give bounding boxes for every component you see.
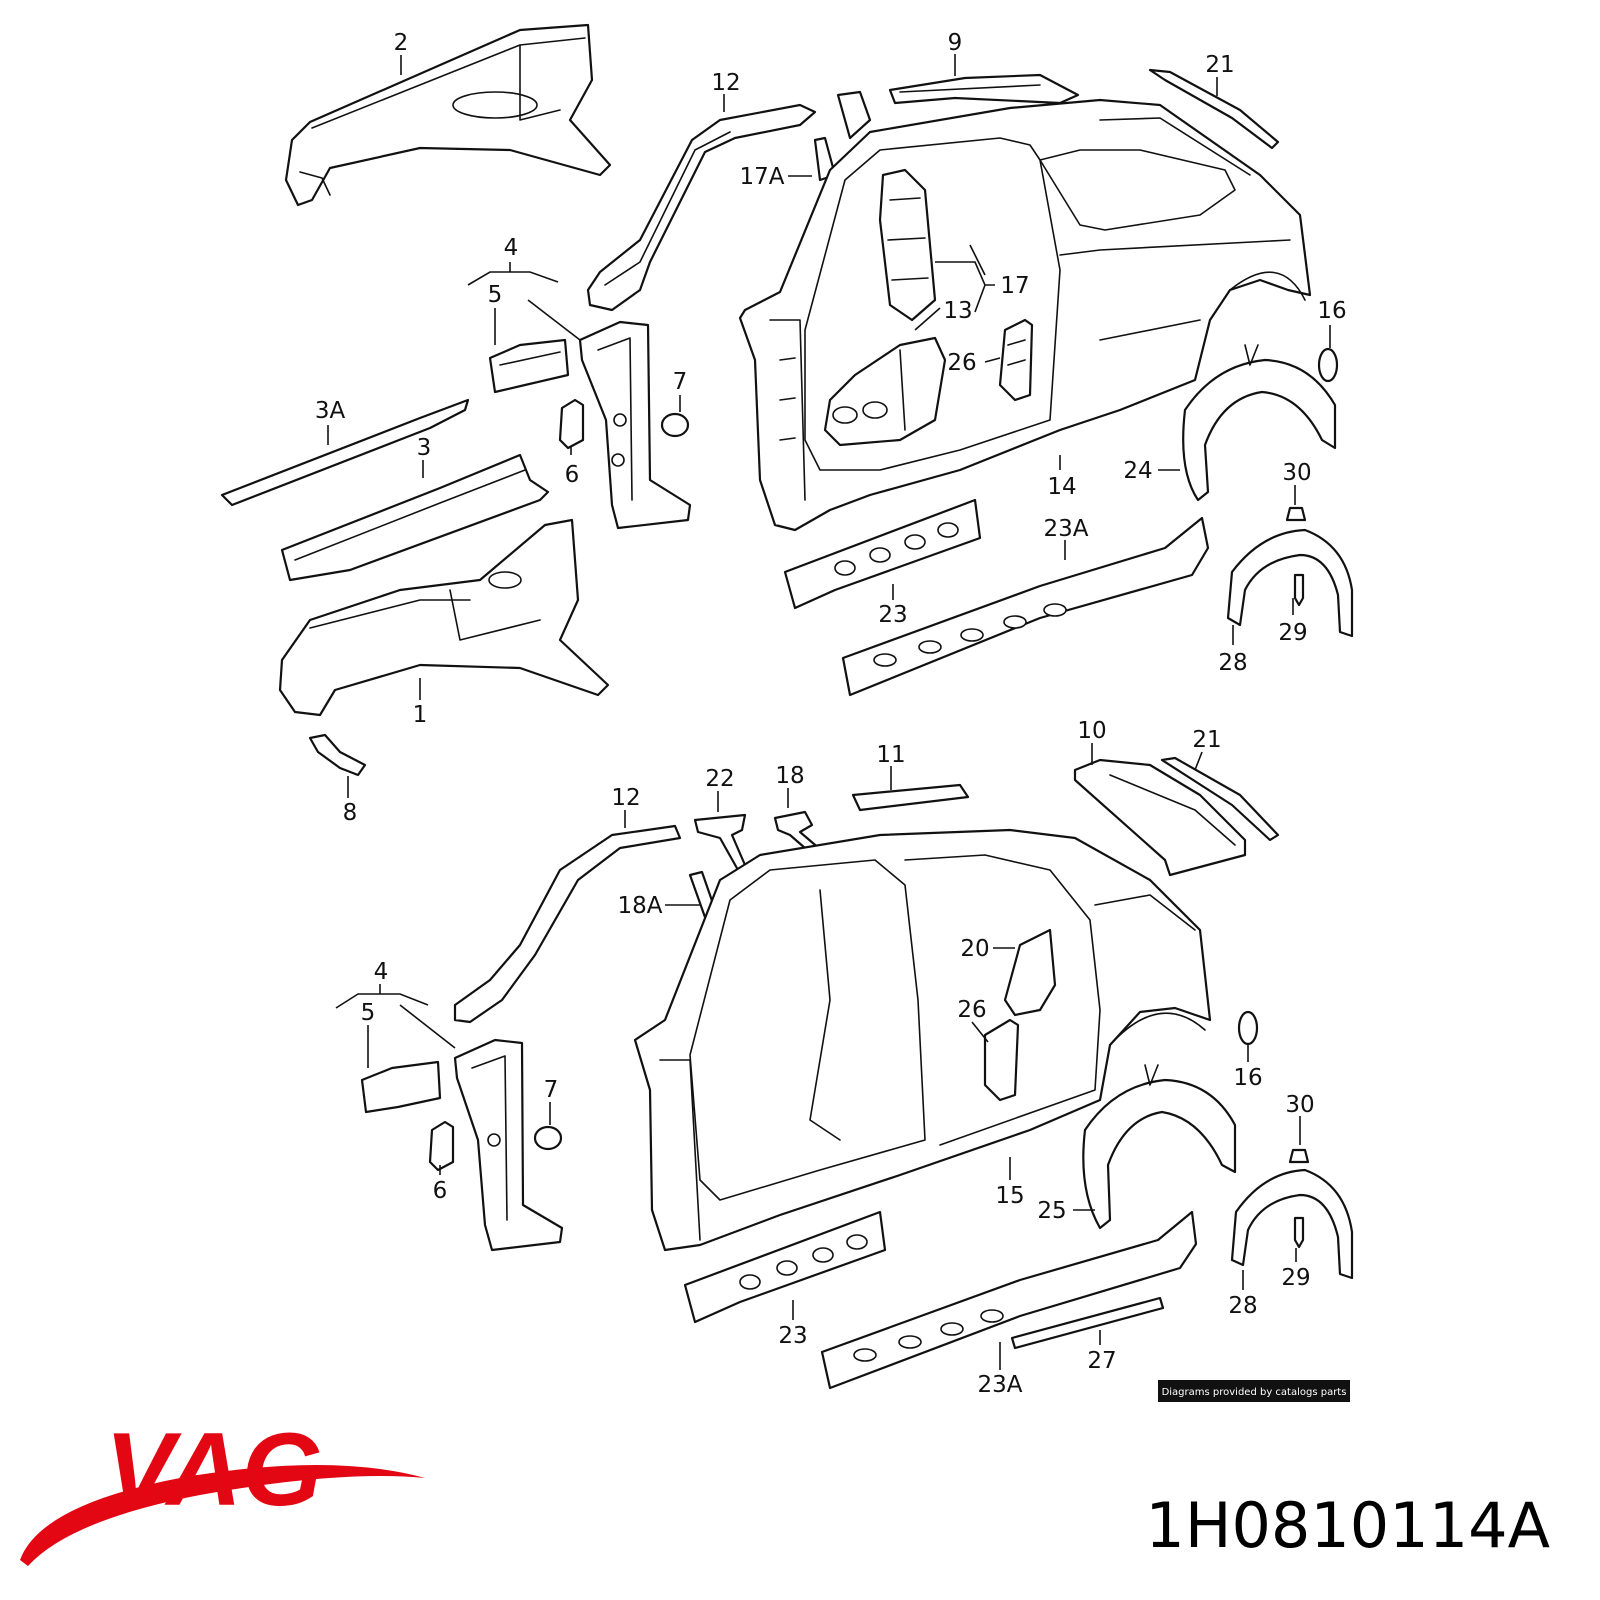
callout-1: 1 <box>413 702 428 728</box>
callout-16b: 16 <box>1233 1065 1262 1091</box>
callout-21b: 21 <box>1192 727 1221 753</box>
callout-18A: 18A <box>617 893 662 919</box>
callout-2: 2 <box>394 30 409 56</box>
part-20-bracket <box>1003 928 1057 1017</box>
callout-23A: 23A <box>1043 516 1088 542</box>
callouts-upper: 2 12 9 21 17A 4 5 17 13 16 26 3A 7 3 6 2… <box>315 30 1347 826</box>
part-3A-strip <box>220 398 470 507</box>
callout-6b: 6 <box>433 1178 448 1204</box>
part-8-bracket <box>308 733 367 777</box>
part-12-a-pillar-lower <box>453 824 682 1024</box>
part-13-lower-bracket <box>823 336 947 447</box>
callout-30b: 30 <box>1285 1092 1314 1118</box>
credit-text: Diagrams provided by catalogs parts <box>1162 1387 1347 1398</box>
callout-28: 28 <box>1218 650 1247 676</box>
part-4-front-pillar-upper <box>578 320 692 530</box>
part-12-a-pillar-upper <box>586 103 817 312</box>
callout-23: 23 <box>878 602 907 628</box>
part-23-sill-reinforcement-lower <box>683 1210 887 1324</box>
part-5-bracket-lower <box>360 1060 442 1114</box>
callout-23Ab: 23A <box>977 1372 1022 1398</box>
part-5-bracket-upper <box>488 338 570 394</box>
part-27-sill-strip <box>1010 1296 1165 1350</box>
part-29-screw-upper <box>1293 573 1305 607</box>
callout-29: 29 <box>1278 620 1307 646</box>
callout-4: 4 <box>504 235 519 261</box>
callout-29b: 29 <box>1281 1265 1310 1291</box>
part-24-wheel-housing <box>1182 344 1337 502</box>
callout-13: 13 <box>943 298 972 324</box>
callout-3: 3 <box>417 435 432 461</box>
part-26-bracket-upper <box>998 318 1034 402</box>
callout-26b: 26 <box>957 997 986 1023</box>
part-2-wheelhouse-upper <box>284 23 612 207</box>
part-25-wheel-housing <box>1082 1064 1237 1230</box>
callout-3A: 3A <box>315 398 346 424</box>
part-10-rear-panel <box>1073 758 1247 877</box>
callout-5: 5 <box>488 282 503 308</box>
part-23A-sill-upper <box>841 516 1210 697</box>
callout-22: 22 <box>705 766 734 792</box>
callout-21: 21 <box>1205 52 1234 78</box>
leader-lines <box>327 54 1331 1370</box>
callout-9: 9 <box>948 30 963 56</box>
part-number: 1H0810114A <box>1145 1489 1550 1562</box>
callout-25: 25 <box>1037 1198 1066 1224</box>
part-16-plug-upper <box>1317 347 1339 383</box>
part-15-body-side-panel <box>633 828 1212 1252</box>
part-7-plug-upper <box>660 412 690 438</box>
part-30-clip-upper <box>1285 506 1307 522</box>
part-17A-strip <box>813 90 872 182</box>
part-26-bracket-lower <box>983 1018 1020 1102</box>
logo-text: VAG <box>105 1412 323 1528</box>
callout-16: 16 <box>1317 298 1346 324</box>
part-7-plug-lower <box>533 1125 563 1151</box>
callout-4b: 4 <box>374 959 389 985</box>
callout-12: 12 <box>711 70 740 96</box>
callout-18: 18 <box>775 763 804 789</box>
part-4-front-pillar-lower <box>453 1038 564 1252</box>
part-11-roof-bar <box>851 783 970 812</box>
part-28-arch-trim-upper <box>1226 528 1354 638</box>
callout-7b: 7 <box>544 1077 559 1103</box>
part-6-grommet-lower <box>428 1120 455 1172</box>
callout-8: 8 <box>343 800 358 826</box>
callout-6: 6 <box>565 462 580 488</box>
part-1-wheelhouse-lower <box>278 518 610 717</box>
vag-logo: VAG <box>20 1412 425 1566</box>
callout-17: 17 <box>1000 273 1029 299</box>
part-6-grommet-upper <box>558 398 585 450</box>
callout-14: 14 <box>1047 474 1076 500</box>
callout-28b: 28 <box>1228 1293 1257 1319</box>
callout-26: 26 <box>947 350 976 376</box>
part-29-screw-lower <box>1293 1216 1305 1249</box>
logo-swoosh <box>20 1465 425 1566</box>
part-3-strut <box>280 453 550 582</box>
callout-5b: 5 <box>361 1000 376 1026</box>
callouts-lower: 10 21 11 12 22 18 18A 20 4 5 26 7 16 30 … <box>361 718 1315 1398</box>
callout-20: 20 <box>960 936 989 962</box>
callout-15: 15 <box>995 1183 1024 1209</box>
part-21-strip-lower <box>1160 756 1280 842</box>
part-16-plug-lower <box>1237 1010 1259 1046</box>
part-23-sill-reinforcement-upper <box>783 498 982 610</box>
callout-27: 27 <box>1087 1348 1116 1374</box>
callout-10: 10 <box>1077 718 1106 744</box>
part-30-clip-lower <box>1288 1148 1310 1164</box>
part-9-roof-rail <box>888 73 1080 105</box>
callout-11: 11 <box>876 742 905 768</box>
callout-7: 7 <box>673 369 688 395</box>
credit-badge: Diagrams provided by catalogs parts <box>1158 1380 1350 1402</box>
part-17-b-pillar-inner <box>878 168 937 322</box>
part-28-arch-trim-lower <box>1230 1168 1354 1280</box>
callout-24: 24 <box>1123 458 1152 484</box>
callout-12b: 12 <box>611 785 640 811</box>
callout-23b: 23 <box>778 1323 807 1349</box>
part-21-strip-upper <box>1148 68 1280 150</box>
callout-17A: 17A <box>739 164 784 190</box>
part-23A-sill-lower <box>820 1210 1198 1390</box>
callout-30: 30 <box>1282 460 1311 486</box>
part-22-pillar-top <box>693 813 747 872</box>
